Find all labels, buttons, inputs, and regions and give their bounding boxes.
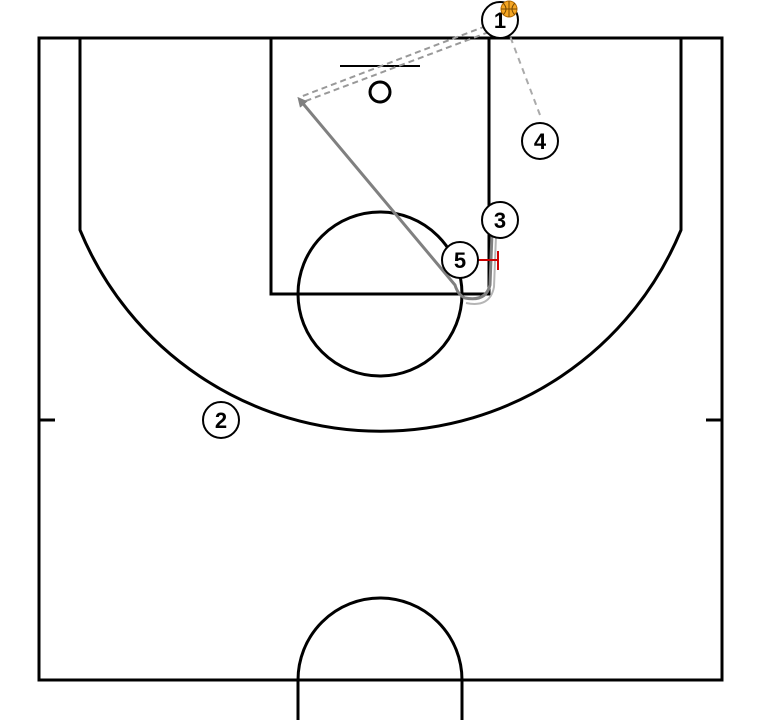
player-5-label: 5 [454, 248, 466, 273]
screen-marker [478, 251, 499, 270]
cut-path-5-shadow [465, 209, 498, 305]
court-lines [37, 36, 724, 720]
three-point-line [78, 38, 683, 433]
player-3-marker [481, 201, 519, 239]
player-5[interactable]: 5 [441, 241, 479, 279]
free-throw-circle [296, 210, 464, 378]
movement-line-4 [509, 35, 541, 116]
court-boundary [37, 36, 724, 682]
player-3[interactable]: 3 [481, 201, 519, 239]
center-circle [296, 596, 464, 681]
rim [368, 80, 392, 104]
paint-lane [269, 36, 491, 296]
cut-path-5 [297, 96, 495, 301]
player-4[interactable]: 4 [521, 122, 559, 160]
player-4-label: 4 [534, 129, 547, 154]
player-5-marker [441, 241, 479, 279]
player-4-marker [521, 122, 559, 160]
player-3-label: 3 [494, 208, 506, 233]
player-2-label: 2 [215, 408, 227, 433]
player-2[interactable]: 2 [202, 401, 240, 439]
ball-icon [500, 0, 518, 18]
center-circle-below [296, 680, 464, 720]
pass-line [299, 25, 490, 103]
player-2-marker [202, 401, 240, 439]
